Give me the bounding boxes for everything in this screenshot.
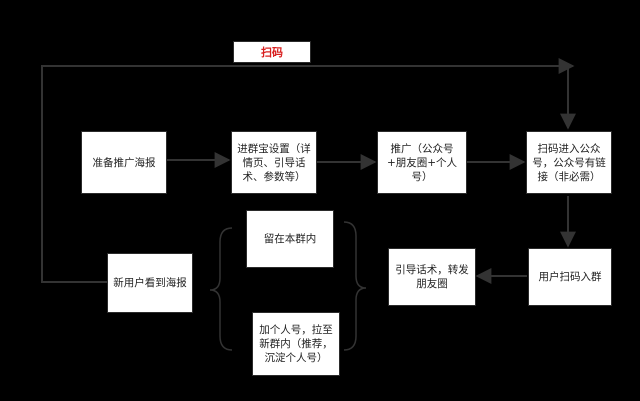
right-brace — [343, 221, 367, 351]
node-user-scan-join: 用户扫码入群 — [528, 248, 612, 306]
scan-label: 扫码 — [233, 41, 311, 63]
node-prepare-poster: 准备推广海报 — [81, 131, 167, 194]
node-new-user-sees: 新用户看到海报 — [107, 253, 193, 313]
left-brace — [209, 227, 233, 351]
loop-connector — [41, 58, 575, 283]
node-add-personal: 加个人号，拉至新群内（推荐，沉淀个人号） — [252, 312, 340, 376]
node-promote: 推广（公众号+朋友圈+个人号） — [377, 131, 467, 194]
node-guide-script: 引导话术，转发朋友圈 — [388, 248, 476, 306]
node-stay-in-group: 留在本群内 — [246, 210, 334, 268]
node-group-settings: 进群宝设置（详情页、引导话术、参数等） — [231, 131, 317, 194]
node-scan-follow: 扫码进入公众号，公众号有链接（非必需） — [526, 131, 612, 194]
